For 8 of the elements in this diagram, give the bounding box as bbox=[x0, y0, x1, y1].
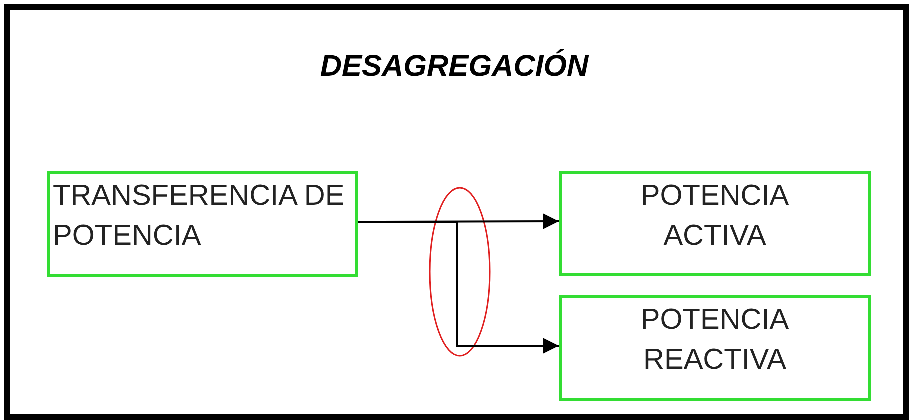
arrow bbox=[358, 221, 559, 354]
process-box bbox=[559, 295, 871, 401]
process-box bbox=[559, 171, 871, 276]
box-label: POTENCIA REACTIVA bbox=[640, 303, 790, 378]
process-box bbox=[47, 171, 358, 277]
title: DESAGREGACIÓN bbox=[319, 50, 590, 84]
box-label: TRANSFERENCIA DE POTENCIA bbox=[53, 179, 346, 254]
box-label: POTENCIA ACTIVA bbox=[640, 179, 790, 254]
